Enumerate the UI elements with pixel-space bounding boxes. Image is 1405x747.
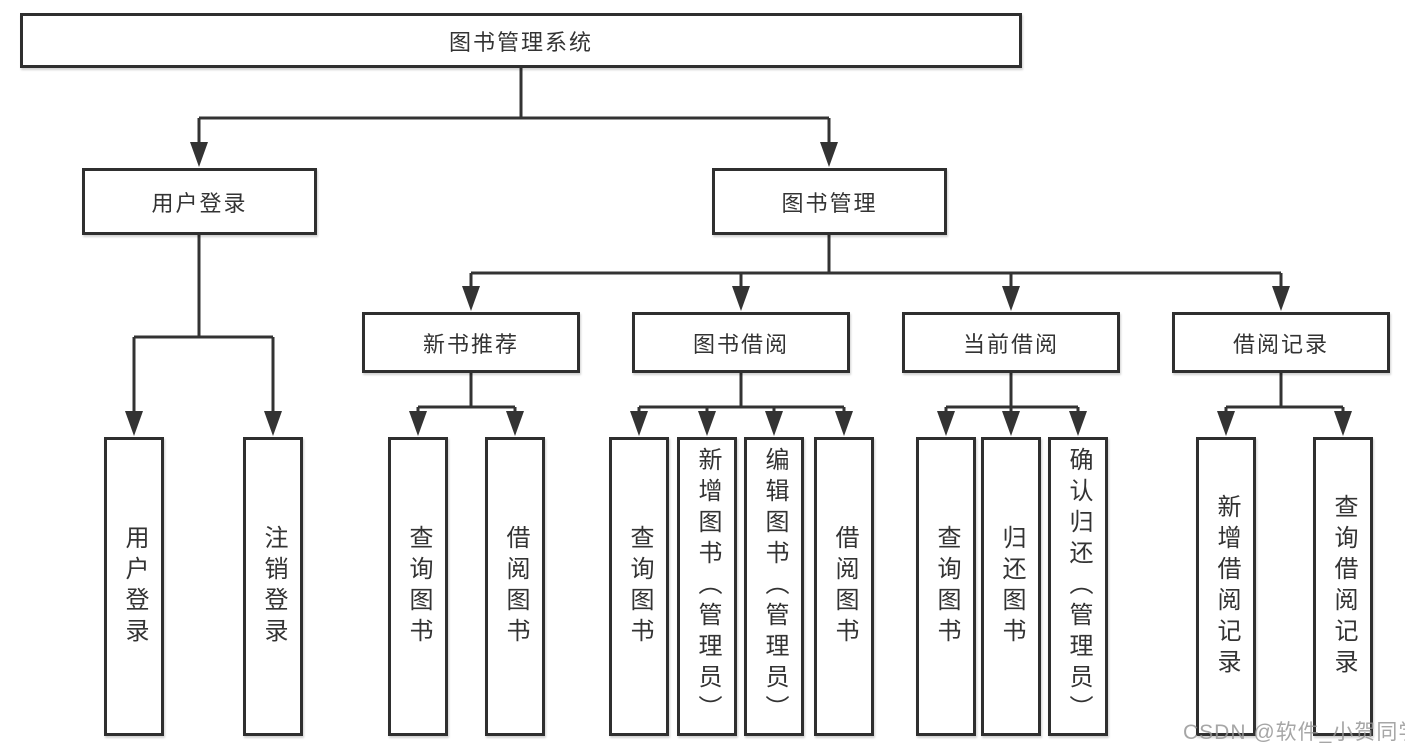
- leaf-confirm-return-admin: 确认归还（管理员）: [1048, 437, 1108, 736]
- leaf-user-login: 用户登录: [104, 437, 164, 736]
- leaf-return-book: 归还图书: [981, 437, 1041, 736]
- section-current-borrow: 当前借阅: [902, 312, 1120, 373]
- leaf-query-borrow-record-label: 查询借阅记录: [1330, 493, 1357, 680]
- leaf-add-borrow-record: 新增借阅记录: [1196, 437, 1256, 736]
- leaf-borrow-books-recommend: 借阅图书: [485, 437, 545, 736]
- leaf-add-book-admin-label: 新增图书（管理员）: [694, 447, 721, 726]
- leaf-edit-book-admin-label: 编辑图书（管理员）: [761, 447, 788, 726]
- root-node-label: 图书管理系统: [448, 29, 593, 55]
- leaf-query-books-recommend: 查询图书: [388, 437, 448, 736]
- leaf-query-books-current-label: 查询图书: [933, 524, 960, 649]
- section-new-book-recommend-label: 新书推荐: [422, 331, 519, 357]
- section-current-borrow-label: 当前借阅: [962, 331, 1059, 357]
- leaf-confirm-return-admin-label: 确认归还（管理员）: [1065, 447, 1092, 726]
- leaf-borrow-books-label: 借阅图书: [831, 524, 858, 649]
- watermark-text: CSDN @软件_小贺同学: [1183, 721, 1405, 744]
- leaf-add-borrow-record-label: 新增借阅记录: [1213, 493, 1240, 680]
- section-borrow-records: 借阅记录: [1172, 312, 1390, 373]
- leaf-add-book-admin: 新增图书（管理员）: [677, 437, 737, 736]
- leaf-logout-label: 注销登录: [260, 524, 287, 649]
- leaf-borrow-books: 借阅图书: [814, 437, 874, 736]
- leaf-query-books-current: 查询图书: [916, 437, 976, 736]
- branch-user-login-label: 用户登录: [151, 190, 248, 216]
- section-book-borrow: 图书借阅: [632, 312, 850, 373]
- root-node: 图书管理系统: [20, 13, 1022, 68]
- leaf-edit-book-admin: 编辑图书（管理员）: [744, 437, 804, 736]
- leaf-user-login-label: 用户登录: [121, 524, 148, 649]
- section-new-book-recommend: 新书推荐: [362, 312, 580, 373]
- branch-book-management-label: 图书管理: [781, 190, 878, 216]
- leaf-borrow-books-recommend-label: 借阅图书: [502, 524, 529, 649]
- leaf-query-books-recommend-label: 查询图书: [405, 524, 432, 649]
- leaf-logout: 注销登录: [243, 437, 303, 736]
- leaf-query-books-borrow: 查询图书: [609, 437, 669, 736]
- branch-user-login: 用户登录: [82, 168, 317, 235]
- leaf-query-borrow-record: 查询借阅记录: [1313, 437, 1373, 736]
- section-borrow-records-label: 借阅记录: [1232, 331, 1329, 357]
- branch-book-management: 图书管理: [712, 168, 947, 235]
- leaf-return-book-label: 归还图书: [998, 524, 1025, 649]
- section-book-borrow-label: 图书借阅: [692, 331, 789, 357]
- leaf-query-books-borrow-label: 查询图书: [626, 524, 653, 649]
